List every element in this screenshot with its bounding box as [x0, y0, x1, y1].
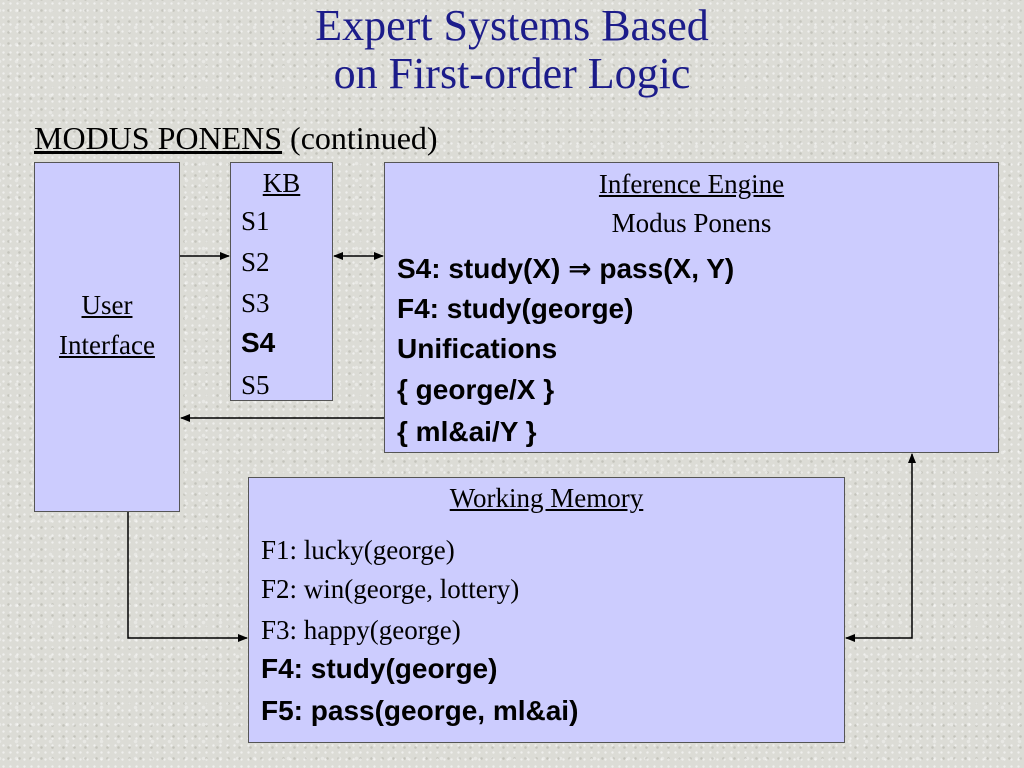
unification-y: { ml&ai/Y } [397, 416, 537, 447]
kb-title: KB [262, 168, 301, 198]
fact-f4: F4: study(george) [261, 653, 498, 684]
slide-title: Expert Systems Based on First-order Logi… [0, 2, 1024, 98]
kb-item-s4: S4 [241, 327, 276, 358]
user-interface-box: User Interface [34, 162, 180, 512]
inference-engine-box: Inference Engine Modus Ponens S4: study(… [384, 162, 999, 453]
fact-f2: F2: win(george, lottery) [261, 574, 520, 604]
kb-item-s2: S2 [241, 247, 270, 277]
knowledge-base-box: KB S1 S2 S3 S4 S5 [230, 162, 333, 401]
arrow-ui-to-working-memory [127, 512, 248, 642]
fact-f1: F1: lucky(george) [261, 535, 455, 565]
unifications-label: Unifications [397, 333, 558, 364]
inference-engine-title: Inference Engine [598, 169, 785, 199]
fact-f3: F3: happy(george) [261, 615, 461, 645]
subtitle-main: MODUS PONENS [34, 120, 283, 156]
kb-item-s1: S1 [241, 206, 270, 236]
user-interface-label-line-2: Interface [59, 330, 155, 360]
inference-engine-subtitle: Modus Ponens [611, 208, 772, 238]
rule-s4-line: S4: study(X) ⇒ pass(X, Y) [397, 253, 735, 284]
working-memory-box: Working Memory F1: lucky(george) F2: win… [248, 477, 845, 743]
unification-x: { george/X } [397, 374, 555, 405]
user-interface-label: User Interface [35, 285, 179, 365]
arrow-working-memory-inference-bidirectional [845, 453, 916, 642]
kb-item-s5: S5 [241, 370, 270, 400]
fact-f5: F5: pass(george, ml&ai) [261, 695, 579, 726]
subtitle-continued: (continued) [290, 120, 438, 156]
title-line-1: Expert Systems Based [315, 1, 709, 50]
kb-item-s3: S3 [241, 288, 270, 318]
working-memory-title: Working Memory [449, 483, 644, 513]
user-interface-label-line-1: User [81, 290, 133, 320]
slide-subtitle: MODUS PONENS (continued) [34, 119, 438, 157]
fact-f4-line: F4: study(george) [397, 293, 634, 324]
title-line-2: on First-order Logic [333, 49, 691, 98]
